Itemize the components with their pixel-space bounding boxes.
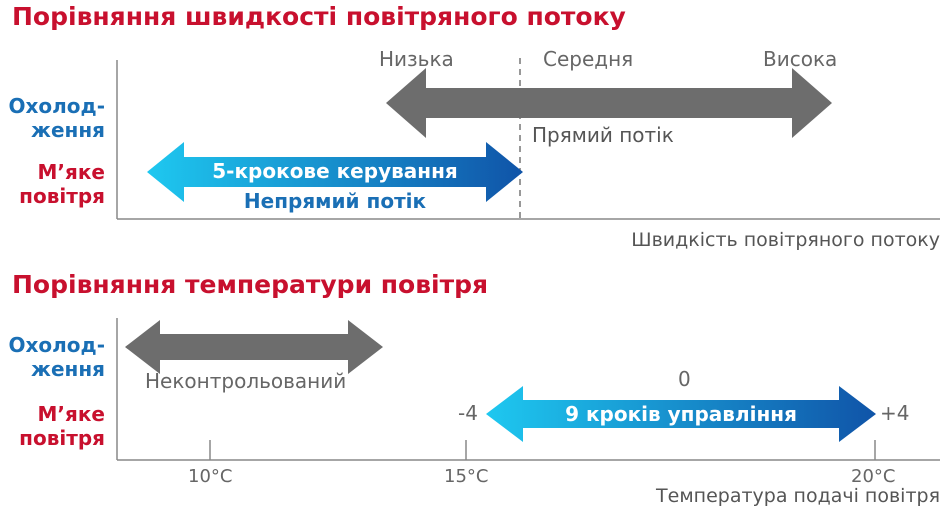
- five-step-arrow: [147, 142, 523, 202]
- level-low: Низька: [379, 47, 454, 71]
- uncontrolled-arrow: [125, 320, 383, 374]
- min-label: -4: [458, 401, 478, 425]
- five-step-label: 5-крокове керування: [212, 159, 458, 183]
- airflow-row-cooling: Охолод- ження: [8, 94, 105, 142]
- zero-label: 0: [678, 367, 691, 391]
- nine-step-arrow: [486, 386, 876, 442]
- tick-label-10c: 10°C: [188, 466, 233, 487]
- direct-flow-arrow: [386, 68, 832, 138]
- tick-label-15c: 15°C: [444, 466, 489, 487]
- direct-flow-label: Прямий потік: [532, 123, 674, 147]
- tick-label-20c: 20°C: [851, 466, 896, 487]
- max-label: +4: [880, 401, 910, 425]
- airflow-section-title: Порівняння швидкості повітряного потоку: [12, 2, 626, 31]
- uncontrolled-label: Неконтрольований: [145, 369, 347, 393]
- level-high: Висока: [763, 47, 838, 71]
- airflow-axis-caption: Швидкість повітряного потоку: [631, 229, 940, 251]
- temperature-row-soft: М’яке повітря: [19, 402, 105, 450]
- temperature-section-title: Порівняння температури повітря: [12, 270, 489, 299]
- level-medium: Середня: [543, 47, 634, 71]
- temperature-axis-caption: Температура подачі повітря: [656, 485, 940, 507]
- nine-step-label: 9 кроків управління: [565, 402, 797, 426]
- temperature-row-cooling: Охолод- ження: [8, 333, 105, 381]
- indirect-flow-label: Непрямий потік: [243, 189, 427, 213]
- airflow-row-soft: М’яке повітря: [19, 160, 105, 208]
